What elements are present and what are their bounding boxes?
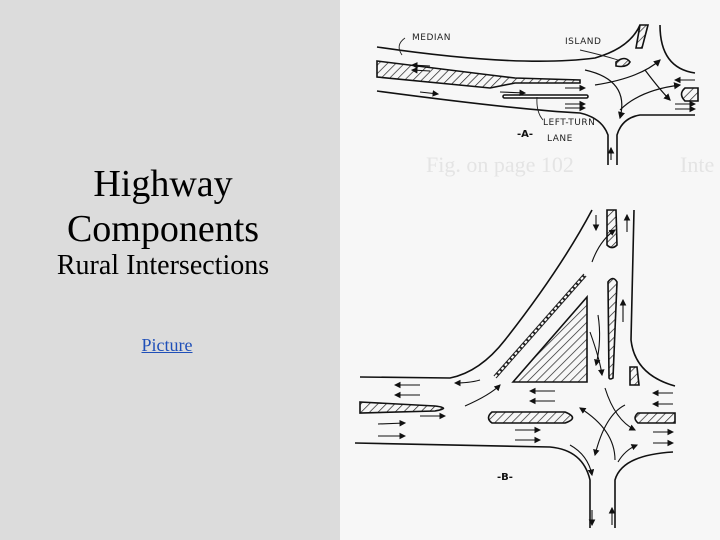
lane-label: LANE: [547, 134, 573, 144]
diagram-a-label: -A-: [517, 129, 533, 140]
slide-subtitle: Rural Intersections: [56, 250, 270, 281]
island-label: ISLAND: [565, 37, 601, 47]
intersection-diagram-svg: MEDIAN ISLAND LEFT-TURN LANE -A-: [354, 24, 699, 528]
intersection-figure: Fig. on page 102 Inte: [340, 0, 720, 540]
left-turn-label: LEFT-TURN: [543, 118, 595, 128]
diagram-a-arrows: [410, 62, 697, 160]
slide-title-panel: Highway Components Rural Intersections P…: [0, 0, 340, 540]
slide-title-line-1: Highway: [93, 163, 233, 205]
diagram-b-arrows: [377, 213, 675, 527]
median-label: MEDIAN: [412, 33, 451, 43]
picture-link[interactable]: Picture: [141, 335, 193, 355]
figure-caption-ghost-right: Inte: [680, 152, 715, 177]
diagram-a: [376, 24, 699, 165]
slide-title-line-2: Components: [66, 208, 260, 250]
diagram-b-label: -B-: [497, 472, 513, 483]
diagram-b: [354, 209, 676, 528]
figure-caption-ghost: Fig. on page 102: [426, 152, 574, 177]
diagram-a-labels: MEDIAN ISLAND LEFT-TURN LANE -A-: [398, 33, 619, 144]
